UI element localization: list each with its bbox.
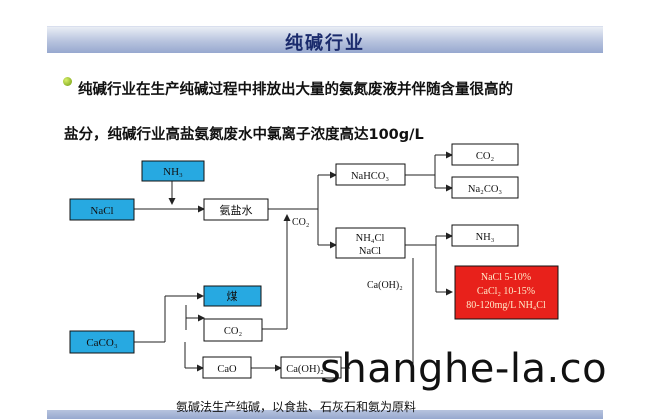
bullet-line-2: 盐分，纯碱行业高盐氨氮废水中氯离子浓度高达100g/L — [64, 127, 424, 143]
caco3-input-box — [69, 330, 135, 354]
cao-box — [202, 356, 252, 379]
cao-label: CaO — [217, 364, 237, 375]
caoh2-box-label: Ca(OH)₂ — [286, 364, 324, 375]
nacl-mother-liquor-label: NaCl — [359, 246, 381, 257]
nh3-output-label: NH₃ — [476, 232, 495, 243]
coal-label: 煤 — [227, 290, 238, 303]
bottom-bar — [47, 410, 603, 419]
slide-title: 纯碱行业 — [285, 33, 365, 54]
waste-nh4cl-label: 80-120mg/L NH₄Cl — [466, 300, 546, 311]
ammonia-brine-box — [203, 198, 269, 221]
co2-output-label: CO₂ — [476, 151, 495, 162]
nacl-input-box — [69, 198, 135, 221]
bullet-icon — [63, 77, 72, 86]
co2-lower-box — [203, 318, 263, 342]
nacl-input-label: NaCl — [90, 205, 113, 217]
diagram-caption: 氨碱法生产纯碱，以食盐、石灰石和氨为原料 — [176, 400, 417, 414]
na2co3-label: Na₂CO₃ — [468, 184, 502, 195]
caoh2-flow-label: Ca(OH)₂ — [367, 280, 403, 291]
nahco3-box — [335, 163, 406, 186]
watermark: shanghe-la.co — [320, 346, 608, 392]
nh4cl-label: NH₄Cl — [356, 233, 385, 244]
bullet-paragraph: 纯碱行业在生产纯碱过程中排放出大量的氨氮废液并伴随含量很高的 盐分，纯碱行业高盐… — [64, 68, 614, 158]
waste-nacl-label: NaCl 5-10% — [481, 272, 531, 283]
nh3-input-label: NH₃ — [163, 166, 183, 178]
coal-box — [203, 285, 262, 307]
nh3-input-box — [141, 160, 205, 182]
co2-output-box — [451, 143, 519, 166]
bullet-line-1: 纯碱行业在生产纯碱过程中排放出大量的氨氮废液并伴随含量很高的 — [78, 82, 513, 98]
caco3-input-label: CaCO₃ — [86, 337, 118, 349]
ammonia-brine-label: 氨盐水 — [220, 204, 253, 217]
co2-flow-label: CO₂ — [292, 217, 309, 228]
na2co3-box — [451, 176, 519, 199]
caoh2-box — [280, 356, 342, 379]
nahco3-label: NaHCO₃ — [351, 171, 389, 182]
waste-cacl2-label: CaCl₂ 10-15% — [477, 286, 535, 297]
co2-lower-label: CO₂ — [224, 326, 243, 337]
waste-liquor-box — [454, 265, 559, 320]
title-bar: 纯碱行业 — [47, 26, 603, 54]
nh4cl-nacl-box — [335, 227, 406, 259]
nh3-output-box — [451, 224, 519, 247]
